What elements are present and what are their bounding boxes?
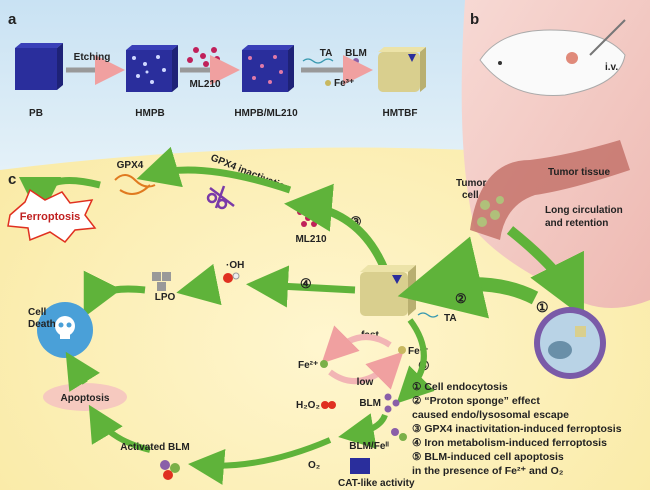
- ml210-c-label: ML210: [295, 234, 327, 245]
- panel-b-label: b: [470, 11, 479, 28]
- mouse-illustration: [479, 19, 626, 97]
- h2o2-label: H₂O₂: [296, 400, 320, 411]
- oh-label: ·OH: [226, 260, 244, 271]
- fe3-c-label: Fe³⁺: [408, 346, 428, 357]
- blm-fe-arrow: [338, 413, 388, 449]
- hmpb-ml210-label: HMPB/ML210: [234, 108, 298, 119]
- lpo-to-death-arrow: [83, 270, 146, 318]
- gpx4-label: GPX4: [117, 160, 144, 171]
- ml210-label: ML210: [189, 79, 221, 90]
- o2-label: O₂: [308, 460, 320, 471]
- legend-item-2b: caused endo/lysosomal escape: [412, 409, 569, 421]
- cell-illustration: [534, 307, 606, 379]
- blm-molecules: [384, 393, 400, 413]
- cell-death-icon: [37, 302, 93, 358]
- apoptosis-label: Apoptosis: [61, 393, 110, 404]
- retention-label-2: and retention: [545, 218, 608, 229]
- lpo-icon: [152, 272, 171, 291]
- fe3-icon: [325, 80, 331, 86]
- tumor-tissue-label: Tumor tissue: [548, 167, 610, 178]
- legend-item-2: ② “Proton sponge” effect: [412, 395, 540, 407]
- hydroxyl-radical: [223, 272, 240, 283]
- fe3-c-icon: [398, 346, 406, 354]
- h2o2-molecule: [321, 401, 336, 409]
- low-label: low: [357, 377, 374, 388]
- blm-icon: [353, 58, 359, 64]
- ta-c-label: TA: [444, 313, 457, 324]
- activation-arrow: [188, 437, 332, 485]
- step4-marker: ④: [300, 276, 312, 291]
- cat-label: CAT-like activity: [338, 478, 415, 489]
- ta-icon: [302, 58, 334, 64]
- step2-marker: ②: [455, 291, 467, 306]
- low-arrow: [328, 351, 404, 390]
- pb-label: PB: [29, 108, 43, 119]
- ferroptosis-label: Ferroptosis: [20, 211, 81, 223]
- legend-item-1: ① Cell endocytosis: [412, 381, 508, 393]
- legend-item-3: ③ GPX4 inactivitation-induced ferroptosi…: [412, 423, 622, 435]
- apoptosis-cloud: [43, 383, 127, 411]
- blm-c-label: BLM: [359, 398, 381, 409]
- ta-c-icon: [417, 312, 439, 318]
- legend-item-4: ④ Iron metabolism-induced ferroptosis: [412, 437, 607, 449]
- hmtbf-cube: [378, 47, 426, 92]
- blm-release-arrow: [396, 318, 435, 404]
- step1-marker: ①: [536, 299, 549, 315]
- retention-label-1: Long circulation: [545, 205, 623, 216]
- fast-arrow: [321, 325, 392, 364]
- etching-label: Etching: [74, 52, 111, 63]
- panel-a-background: [0, 0, 470, 170]
- fe3-label: Fe³⁺: [334, 78, 354, 89]
- blood-vessel: [470, 140, 630, 240]
- tumor-cells: [477, 196, 504, 227]
- hmtbf-label: HMTBF: [383, 108, 418, 119]
- apoptosis-to-death-arrow: [65, 351, 100, 392]
- endocytosis-arrow: [506, 226, 584, 318]
- pb-cube: [15, 43, 63, 90]
- fe2-icon: [320, 360, 328, 368]
- activated-blm-arrow: [88, 404, 151, 453]
- pb-cat-cube: [350, 458, 370, 474]
- cell-death-label-2: Death: [28, 319, 56, 330]
- ferroptosis-burst: [7, 188, 97, 243]
- cell-death-label-1: Cell: [28, 307, 47, 318]
- ta-label: TA: [320, 48, 333, 59]
- blm-fe-complex: [391, 428, 407, 441]
- tumor-cell-label-1: Tumor: [456, 178, 486, 189]
- hmpb-ml210-cube: [242, 45, 294, 92]
- legend: ① Cell endocytosis ② “Proton sponge” eff…: [412, 381, 622, 477]
- fe2-label: Fe²⁺: [298, 360, 318, 371]
- tumor-cell-label-2: cell: [462, 190, 479, 201]
- step3-marker: ③: [350, 214, 362, 229]
- legend-item-5: ⑤ BLM-induced cell apoptosis: [412, 451, 564, 463]
- legend-item-5b: in the presence of Fe²⁺ and O₂: [412, 465, 564, 477]
- blm-fe-label: BLM/Feᴵᴵ: [349, 441, 389, 452]
- iv-label: i.v.: [605, 62, 618, 73]
- panel-c-label: c: [8, 171, 16, 188]
- panel-a-label: a: [8, 11, 17, 28]
- scissors-icon: [206, 185, 235, 210]
- activated-blm-label: Activated BLM: [120, 442, 189, 453]
- blm-label: BLM: [345, 48, 367, 59]
- lpo-arrow: [176, 263, 222, 306]
- hmpb-cube: [126, 45, 178, 92]
- activated-blm-icon: [160, 460, 180, 480]
- escape-arrow: [397, 236, 539, 319]
- ml210-release-arrow: [284, 183, 389, 272]
- hmpb-label: HMPB: [135, 108, 164, 119]
- gpx4-arrow: [136, 146, 292, 194]
- oh-arrow: [246, 265, 356, 308]
- lpo-label: LPO: [155, 292, 176, 303]
